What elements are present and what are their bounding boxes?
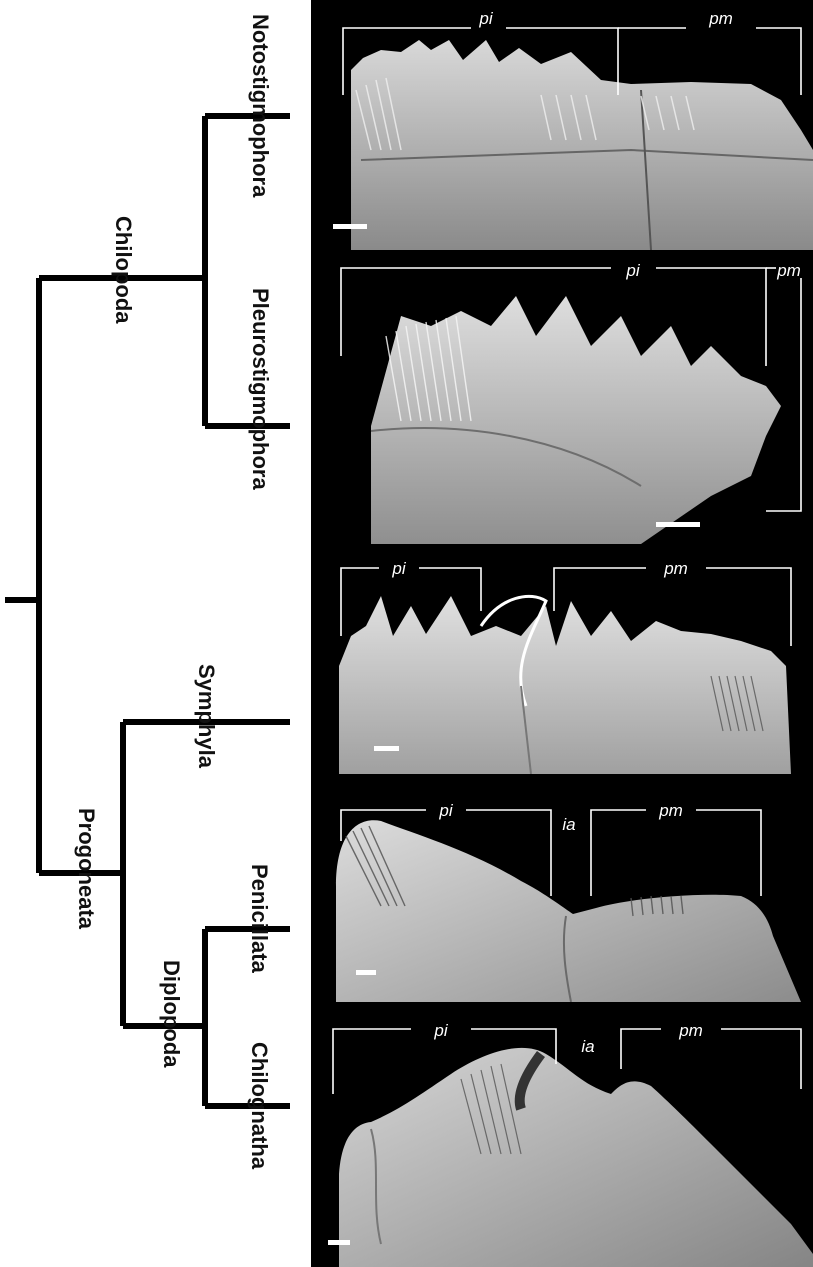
sem-panel-chilognatha: pi ia pm: [311, 1014, 813, 1267]
sem-panel-notostigmophora: pi pm: [311, 0, 813, 250]
bracket-pm: [621, 1029, 801, 1089]
taxon-label-progoneata: Progoneata: [73, 808, 99, 929]
taxon-label-notostigmophora: Notostigmophora: [247, 14, 273, 197]
label-pm: pm: [658, 801, 683, 820]
label-pm: pm: [678, 1021, 703, 1040]
taxon-label-symphyla: Symphyla: [193, 664, 219, 768]
sem-panel-symphyla: pi pm: [311, 556, 813, 774]
label-pi: pi: [478, 9, 493, 28]
scale-bar: [333, 224, 367, 229]
label-ia: ia: [562, 815, 575, 834]
sem-image-column: pi pm pi: [311, 0, 813, 1267]
label-ia: ia: [581, 1037, 594, 1056]
bracket-pm: [766, 268, 801, 511]
label-pi: pi: [438, 801, 453, 820]
taxon-label-pleurostigmophora: Pleurostigmophora: [247, 288, 273, 490]
scale-bar: [374, 746, 399, 751]
taxon-label-chilognatha: Chilognatha: [246, 1042, 272, 1169]
label-pm: pm: [776, 261, 801, 280]
scale-bar: [328, 1240, 350, 1245]
label-pm: pm: [708, 9, 733, 28]
sem-panel-penicillata: pi ia pm: [311, 796, 813, 1002]
bracket-pm: [591, 810, 761, 896]
label-pi: pi: [391, 559, 406, 578]
taxon-label-diplopoda: Diplopoda: [158, 960, 184, 1068]
taxon-label-chilopoda: Chilopoda: [110, 216, 136, 324]
label-pi: pi: [625, 261, 640, 280]
taxon-label-penicillata: Penicillata: [246, 864, 272, 973]
sem-panel-pleurostigmophora: pi pm: [311, 256, 813, 544]
label-pi: pi: [433, 1021, 448, 1040]
scale-bar: [356, 970, 376, 975]
label-pm: pm: [663, 559, 688, 578]
scale-bar: [656, 522, 700, 527]
